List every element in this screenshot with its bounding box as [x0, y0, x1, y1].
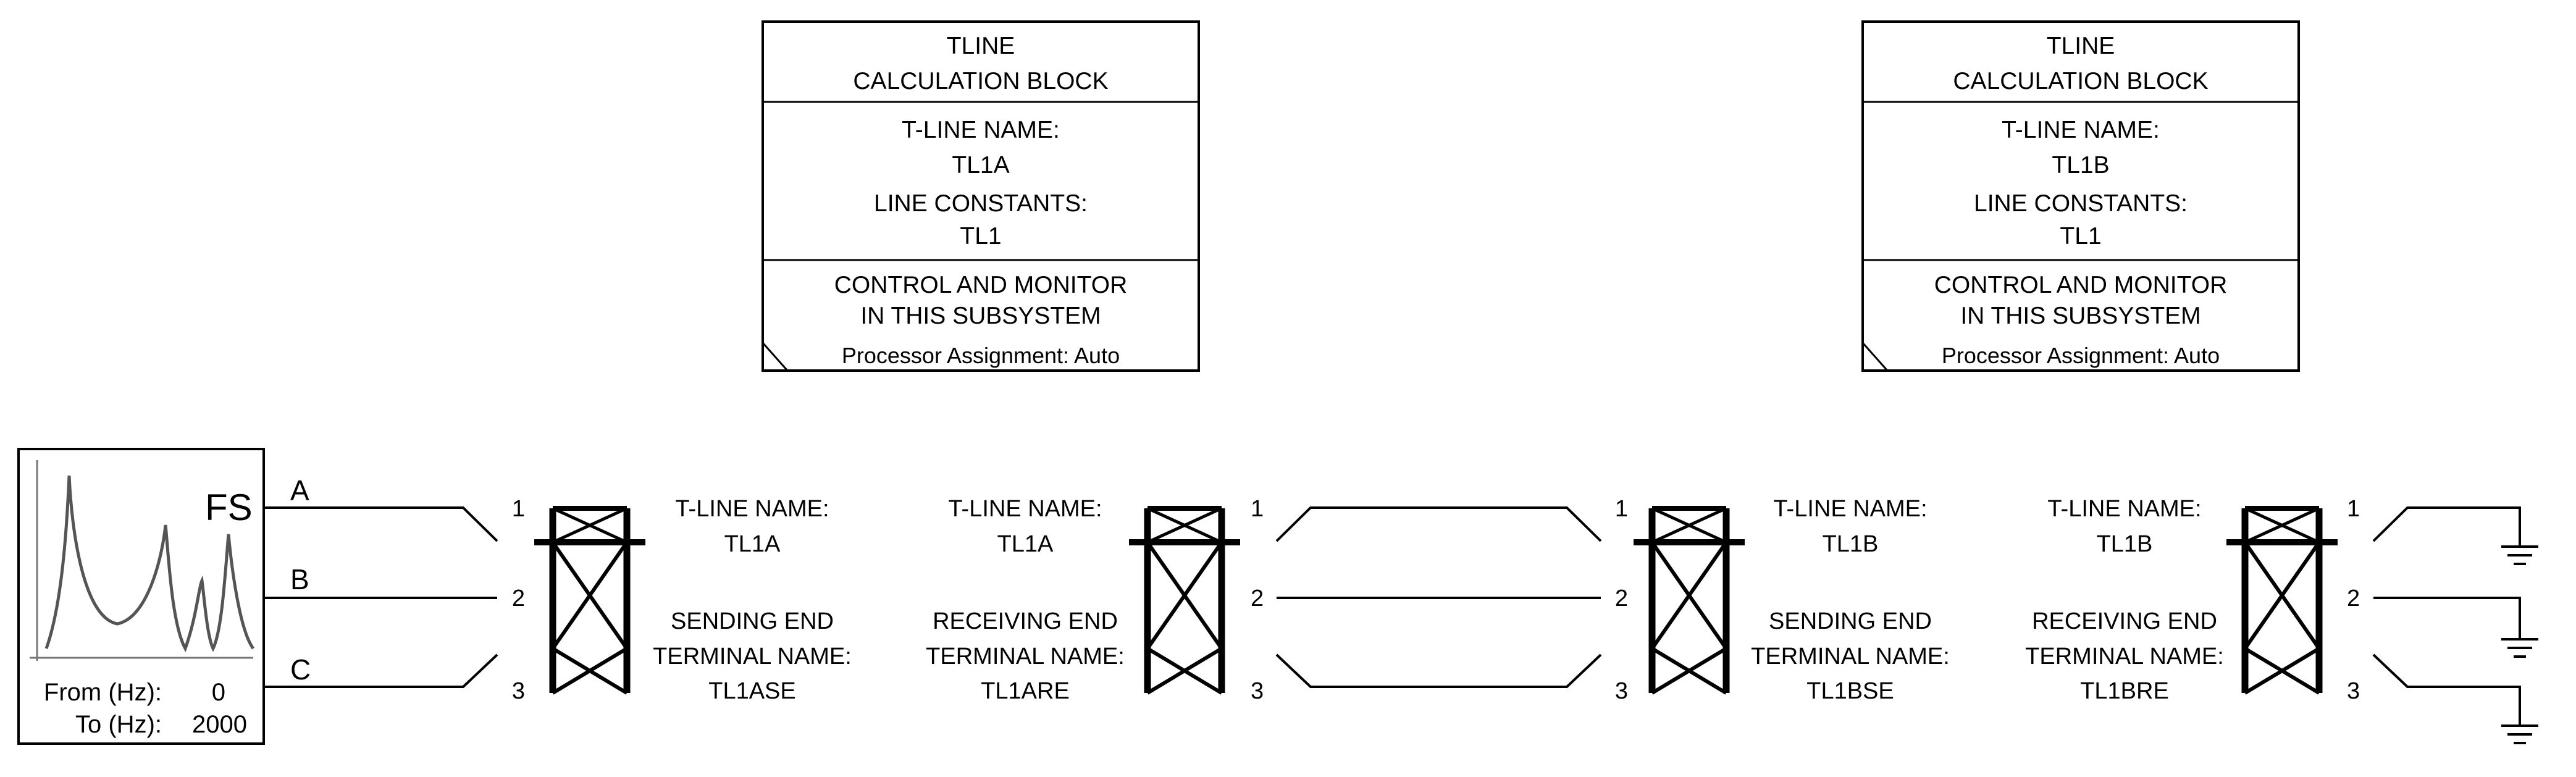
block-title-line1: TLINE [947, 33, 1015, 59]
port-label-2: 2 [2347, 586, 2360, 611]
port-label-1: 1 [1615, 496, 1628, 522]
terminal-terminal-label: TERMINAL NAME: [1751, 644, 1950, 670]
terminal-end-label: SENDING END [1769, 608, 1932, 634]
terminal-terminal-label: TERMINAL NAME: [2025, 644, 2224, 670]
port-label-3: 3 [512, 678, 525, 704]
port-label-2: 2 [1251, 586, 1264, 611]
block-constants-value: TL1 [2060, 223, 2101, 250]
block-title-line1: TLINE [2047, 33, 2115, 59]
block-constants-label: LINE CONSTANTS: [874, 190, 1088, 217]
terminal-end-label: SENDING END [671, 608, 834, 634]
terminal-terminal-value: TL1BRE [2080, 678, 2169, 704]
block-control-line1: CONTROL AND MONITOR [834, 272, 1128, 298]
ground-symbol-3 [2501, 724, 2538, 744]
block-corner-mark [1861, 342, 1889, 371]
block-control-line2: IN THIS SUBSYSTEM [1960, 303, 2201, 329]
block-name-value: TL1A [952, 152, 1009, 178]
tower-icon [534, 506, 645, 695]
block-name-label: T-LINE NAME: [902, 117, 1060, 143]
block-corner-mark [761, 342, 789, 371]
terminal-terminal-label: TERMINAL NAME: [653, 644, 852, 670]
ground-symbol-1 [2501, 545, 2538, 565]
port-label-1: 1 [2347, 496, 2360, 522]
port-label-2: 2 [512, 586, 525, 611]
terminal-terminal-value: TL1BSE [1806, 678, 1894, 704]
block-name-label: T-LINE NAME: [2002, 117, 2160, 143]
port-label-3: 3 [2347, 678, 2360, 704]
terminal-name-label: T-LINE NAME: [948, 496, 1102, 522]
block-processor-assignment: Processor Assignment: Auto [842, 343, 1120, 368]
block-constants-label: LINE CONSTANTS: [1974, 190, 2188, 217]
fs-to-value: 2000 [192, 711, 247, 738]
terminal-name-label: T-LINE NAME: [2047, 496, 2201, 522]
block-name-value: TL1B [2052, 152, 2109, 178]
terminal-name-value: TL1A [997, 531, 1054, 557]
port-label-3: 3 [1615, 678, 1628, 704]
terminal-name-label: T-LINE NAME: [675, 496, 829, 522]
frequency-scanner[interactable]: FS From (Hz): 0 To (Hz): 2000 [17, 448, 265, 745]
fs-label: FS [205, 487, 253, 528]
block-title-line2: CALCULATION BLOCK [853, 68, 1108, 94]
fs-from-value: 0 [212, 679, 225, 706]
terminal-name-value: TL1B [2097, 531, 2153, 557]
terminal-terminal-value: TL1ASE [708, 678, 796, 704]
terminal-terminal-value: TL1ARE [981, 678, 1070, 704]
tline-terminal-tl1a-receiving[interactable]: 1 2 3 T-LINE NAME: TL1A RECEIVING END TE… [926, 496, 1264, 704]
tline-calc-block-tl1a[interactable]: TLINE CALCULATION BLOCK T-LINE NAME: TL1… [761, 20, 1200, 372]
terminal-end-label: RECEIVING END [933, 608, 1118, 634]
fs-from-label: From (Hz): [44, 679, 162, 706]
tline-terminal-tl1b-sending[interactable]: 1 2 3 T-LINE NAME: TL1B SENDING END TERM… [1615, 496, 1950, 704]
block-processor-assignment: Processor Assignment: Auto [1942, 343, 2220, 368]
block-title-line2: CALCULATION BLOCK [1953, 68, 2208, 94]
ground-symbol-2 [2501, 638, 2538, 658]
block-constants-value: TL1 [960, 223, 1001, 250]
port-label-2: 2 [1615, 586, 1628, 611]
port-label-3: 3 [1251, 678, 1264, 704]
port-label-1: 1 [512, 496, 525, 522]
wires-tl1b-to-ground [2372, 506, 2521, 726]
terminal-name-value: TL1B [1823, 531, 1879, 557]
phase-label-a: A [290, 474, 309, 506]
block-control-line2: IN THIS SUBSYSTEM [860, 303, 1101, 329]
phase-label-c: C [290, 653, 311, 686]
terminal-terminal-label: TERMINAL NAME: [926, 644, 1125, 670]
tline-terminal-tl1a-sending[interactable]: 1 2 3 T-LINE NAME: TL1A SENDING END TERM… [512, 496, 852, 704]
tower-icon [1634, 506, 1745, 695]
tline-terminal-tl1b-receiving[interactable]: 1 2 3 T-LINE NAME: TL1B RECEIVING END TE… [2025, 496, 2360, 704]
port-label-1: 1 [1251, 496, 1264, 522]
block-control-line1: CONTROL AND MONITOR [1934, 272, 2228, 298]
phase-label-b: B [290, 563, 309, 595]
tower-icon [1129, 506, 1240, 695]
tower-icon [2226, 506, 2338, 695]
wires-fs-to-tl1a [264, 506, 498, 688]
terminal-end-label: RECEIVING END [2032, 608, 2217, 634]
tline-calc-block-tl1b[interactable]: TLINE CALCULATION BLOCK T-LINE NAME: TL1… [1861, 20, 2300, 372]
fs-plot-icon: FS [30, 460, 255, 661]
fs-to-label: To (Hz): [75, 711, 162, 738]
terminal-name-label: T-LINE NAME: [1773, 496, 1927, 522]
wires-tl1a-to-tl1b [1275, 506, 1602, 688]
terminal-name-value: TL1A [724, 531, 781, 557]
